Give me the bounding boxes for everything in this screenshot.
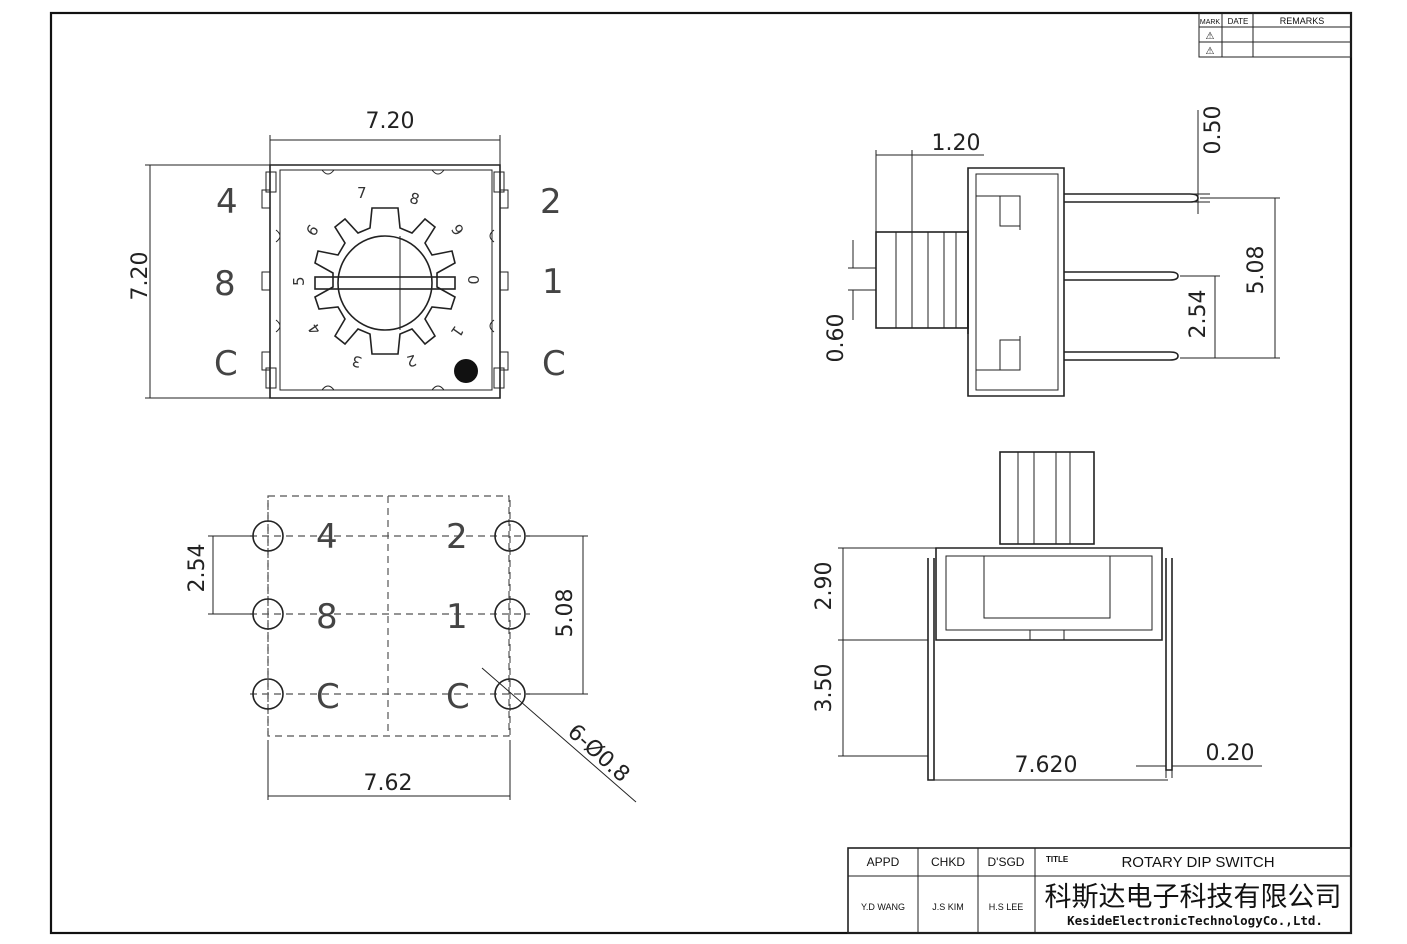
dial-number-3: 3 <box>350 351 364 371</box>
footprint-label-8: 8 <box>316 597 338 637</box>
pin-label-8: 8 <box>214 264 236 304</box>
dial-number-0: 0 <box>464 275 482 285</box>
side-dim-pin-thickness: 0.50 <box>1201 106 1226 155</box>
company-name-cn: 科斯达电子科技有限公司 <box>1045 882 1342 913</box>
title-block-appd-header: APPD <box>867 855 900 869</box>
footprint-label-1: 1 <box>446 597 468 637</box>
side-dim-pin-pitch: 2.54 <box>1186 290 1211 339</box>
footprint-label-4: 4 <box>316 517 338 557</box>
dial-number-5: 5 <box>290 276 308 286</box>
revision-table: MARK DATE REMARKS ⚠ ⚠ <box>1198 12 1352 58</box>
front-view: 2.90 3.50 7.620 0.20 <box>812 451 1262 781</box>
company-name-en: KesideElectronicTechnologyCo.,Ltd. <box>1067 913 1323 928</box>
footprint-span-h-dim: 7.62 <box>364 771 413 796</box>
title-block-chkd-name: J.S KIM <box>932 902 964 912</box>
dial-number-2: 2 <box>405 351 419 371</box>
title-block-title-header: TITLE <box>1046 855 1069 864</box>
dial-number-7: 7 <box>357 184 367 202</box>
dial-number-6: 6 <box>302 221 322 239</box>
pin-label-c: C <box>542 344 566 384</box>
bottom-view: 4 2 8 1 C C 2.54 5.08 7.62 6-Ø0.8 <box>185 495 637 803</box>
footprint-label-2: 2 <box>446 517 468 557</box>
footprint-label-c: C <box>446 677 470 717</box>
pin-label-2: 2 <box>540 182 562 222</box>
front-dim-pin-span: 7.620 <box>1015 753 1078 778</box>
dial-number-9: 9 <box>447 221 467 239</box>
title-block-chkd-header: CHKD <box>931 855 965 869</box>
footprint-label-c: C <box>316 677 340 717</box>
drawing-title: ROTARY DIP SWITCH <box>1121 854 1274 871</box>
title-block-dsgd-name: H.S LEE <box>989 902 1024 912</box>
rev-date-header: DATE <box>1228 17 1249 26</box>
side-dim-pin-span: 5.08 <box>1244 246 1269 295</box>
top-height-dim: 7.20 <box>128 252 153 301</box>
rev-mark-icon: ⚠ <box>1206 46 1215 57</box>
rev-mark-icon: ⚠ <box>1206 31 1215 42</box>
pin-label-4: 4 <box>216 182 238 222</box>
footprint-span-v-dim: 5.08 <box>553 589 578 638</box>
dial-number-8: 8 <box>408 189 422 209</box>
title-block-dsgd-header: D'SGD <box>988 855 1025 869</box>
pin-label-c: C <box>214 344 238 384</box>
top-width-dim: 7.20 <box>366 109 415 134</box>
front-dim-pin-length: 3.50 <box>812 664 837 713</box>
dial-number-4: 4 <box>305 320 325 338</box>
front-dim-pin-thickness: 0.20 <box>1206 741 1255 766</box>
side-dim-knob-width: 1.20 <box>932 131 981 156</box>
pin-label-1: 1 <box>542 262 564 302</box>
dial-number-1: 1 <box>447 322 467 340</box>
footprint-pitch-dim: 2.54 <box>185 544 210 593</box>
side-dim-shaft: 0.60 <box>824 314 849 363</box>
rev-remarks-header: REMARKS <box>1280 16 1325 26</box>
top-view: 7 8 9 0 1 2 3 4 5 6 4 8 C 2 1 C 7.20 7.2… <box>128 109 566 399</box>
footprint-hole-callout: 6-Ø0.8 <box>562 719 634 787</box>
front-dim-body-height: 2.90 <box>812 562 837 611</box>
title-block-appd-name: Y.D WANG <box>861 902 905 912</box>
rev-mark-header: MARK <box>1200 19 1221 26</box>
title-block: APPD CHKD D'SGD TITLE Y.D WANG J.S KIM H… <box>847 847 1352 934</box>
pin1-indicator-dot <box>454 359 478 383</box>
side-view: 1.20 0.50 5.08 2.54 0.60 <box>824 106 1280 397</box>
drawing-border <box>49 11 1353 935</box>
